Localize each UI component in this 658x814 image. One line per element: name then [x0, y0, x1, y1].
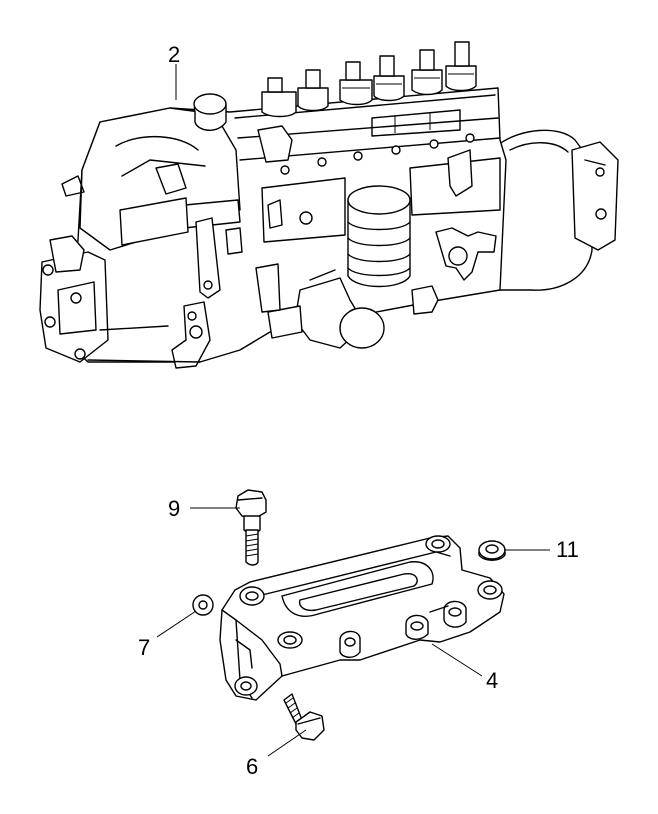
bracket-bolt-drawing: [283, 693, 325, 741]
callout-4: 4: [486, 668, 498, 693]
callout-9: 9: [168, 496, 180, 521]
side-bolt-row: [280, 133, 475, 175]
washer-small-drawing: [192, 594, 214, 616]
inlet-fitting: [267, 269, 439, 349]
hex-bolt-drawing: [235, 489, 267, 566]
callout-6: 6: [246, 754, 258, 779]
filter-stack: [347, 185, 411, 288]
callout-7: 7: [138, 635, 150, 660]
injection-pump-drawing: [39, 41, 619, 369]
delivery-valves: [261, 41, 477, 118]
callout-labels: 2 9 11 7 4 6: [138, 42, 579, 779]
washer-right-drawing: [478, 540, 506, 561]
leader-lines: [156, 64, 550, 757]
mounting-bracket-drawing: [219, 535, 505, 701]
callout-2: 2: [168, 42, 180, 67]
callout-11: 11: [556, 537, 579, 562]
